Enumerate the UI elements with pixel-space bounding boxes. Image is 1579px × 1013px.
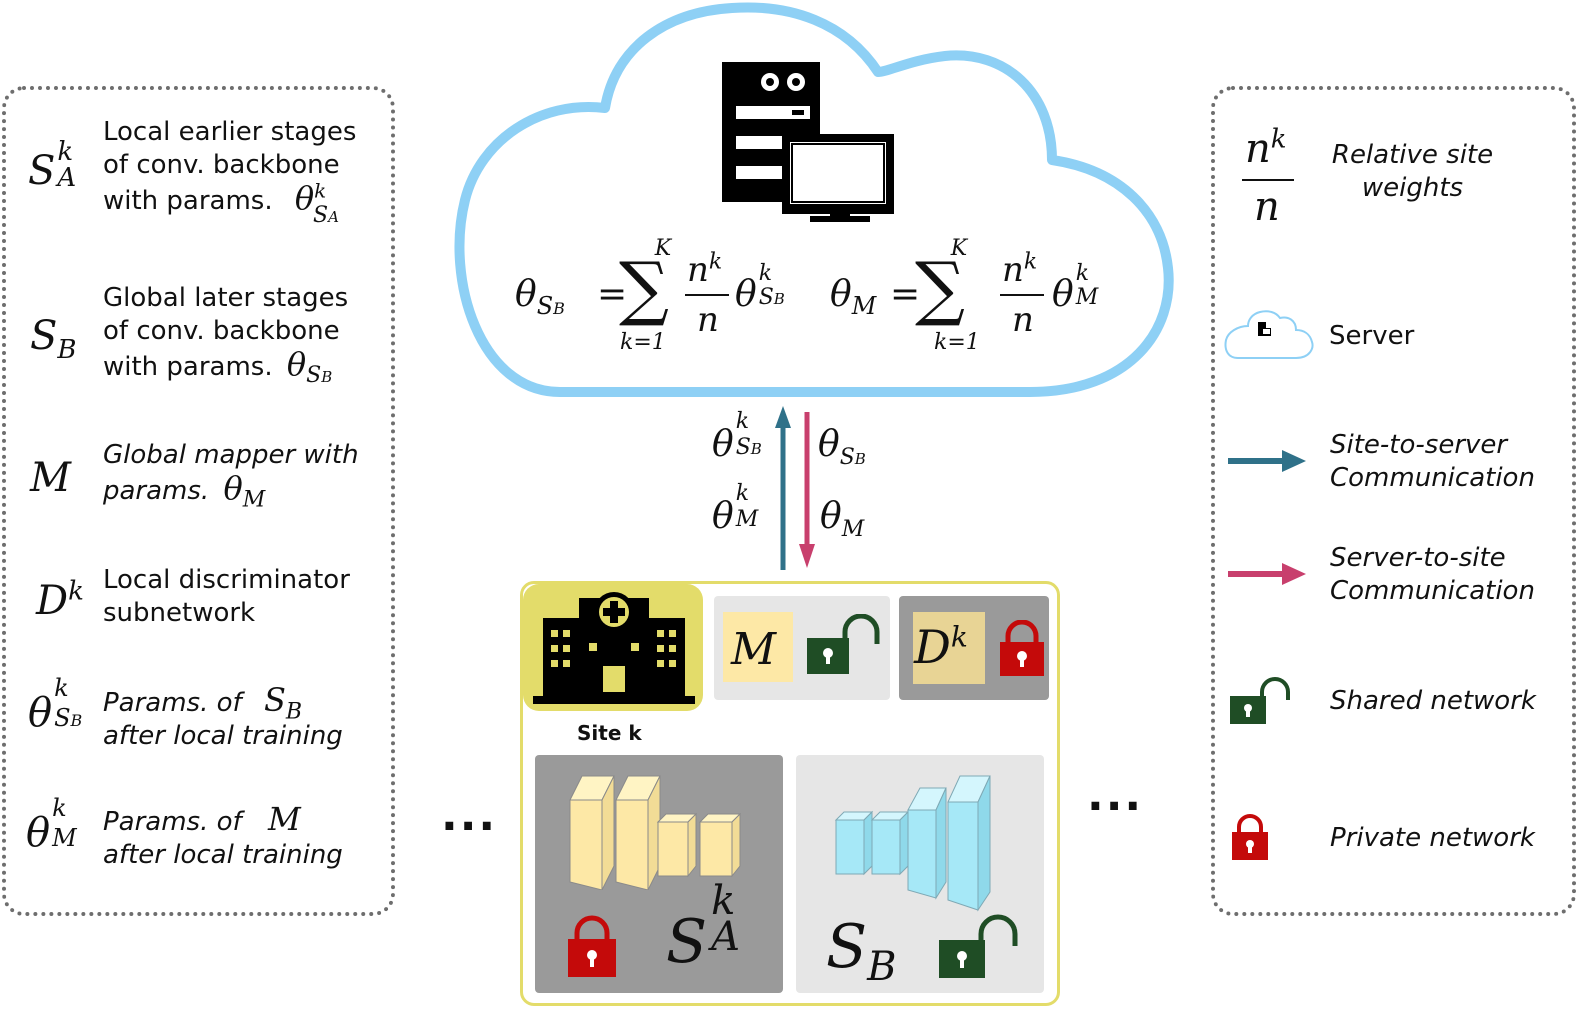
legend-private-lock-icon [1232, 814, 1268, 860]
legend-shared-label: Shared network [1330, 686, 1536, 716]
sb-symbol: SB [826, 912, 897, 990]
mapper-shared-lock-icon [807, 614, 880, 674]
legend-text-dk: Local discriminator subnetwork [103, 565, 350, 628]
weights-fraction-num: nk [1245, 124, 1287, 172]
legend-symbol-dk: Dk [36, 576, 84, 624]
legend-server-to-site-label: Server-to-site Communication [1330, 543, 1535, 606]
discriminator-private-lock-icon [1000, 620, 1044, 676]
legend-text-sa: Local earlier stages of conv. backbone w… [103, 117, 357, 217]
legend-shared-lock-icon [1230, 677, 1290, 724]
weights-text: Relative site weights [1331, 140, 1494, 203]
server-to-site-arrowhead [799, 544, 815, 568]
label-theta-sb-down: θSB [818, 424, 866, 471]
legend-text-theta-sb-k: Params. of SB after local training [103, 681, 343, 752]
sa-conv-layers [569, 775, 742, 890]
sb-shared-lock-icon [939, 914, 1018, 978]
communication-arrows [775, 406, 815, 570]
server-legend-label: Server [1329, 321, 1415, 351]
site-label: Site k [577, 721, 642, 745]
legend-site-to-server-label: Site-to-server Communication [1330, 430, 1535, 493]
label-theta-m-down: θM [820, 496, 865, 543]
legend-symbol-sb: SB [30, 313, 77, 365]
left-legend-panel [2, 86, 395, 916]
legend-private-label: Private network [1330, 823, 1535, 853]
server-icon [722, 62, 894, 222]
legend-site-to-server-arrow-icon [1228, 450, 1306, 472]
sa-symbol: SkA [666, 881, 740, 977]
discriminator-block [913, 612, 985, 684]
ellipsis-right: ... [1087, 770, 1144, 821]
weights-fraction-bar [1242, 179, 1294, 181]
legend-param-sa-sub: SA [313, 203, 339, 228]
sa-private-lock-icon [568, 915, 616, 977]
mapper-symbol: M [731, 624, 777, 675]
weights-fraction-den: n [1254, 184, 1280, 230]
legend-text-theta-m-k: Params. of M after local training [103, 800, 343, 871]
legend-server-to-site-arrow-icon [1228, 563, 1306, 585]
discriminator-symbol: Dk [914, 620, 968, 674]
legend-text-sb: Global later stages of conv. backbone wi… [103, 283, 349, 389]
right-legend-panel [1211, 86, 1576, 916]
sb-conv-layers [834, 775, 991, 912]
mapper-block [723, 612, 793, 682]
site-to-server-arrowhead [775, 406, 791, 428]
server-cloud-icon [1224, 310, 1314, 359]
ellipsis-left: ... [441, 790, 498, 841]
legend-text-m: Global mapper with params. θM [103, 440, 359, 513]
hospital-icon [533, 592, 695, 704]
legend-symbol-m: M [30, 455, 71, 501]
